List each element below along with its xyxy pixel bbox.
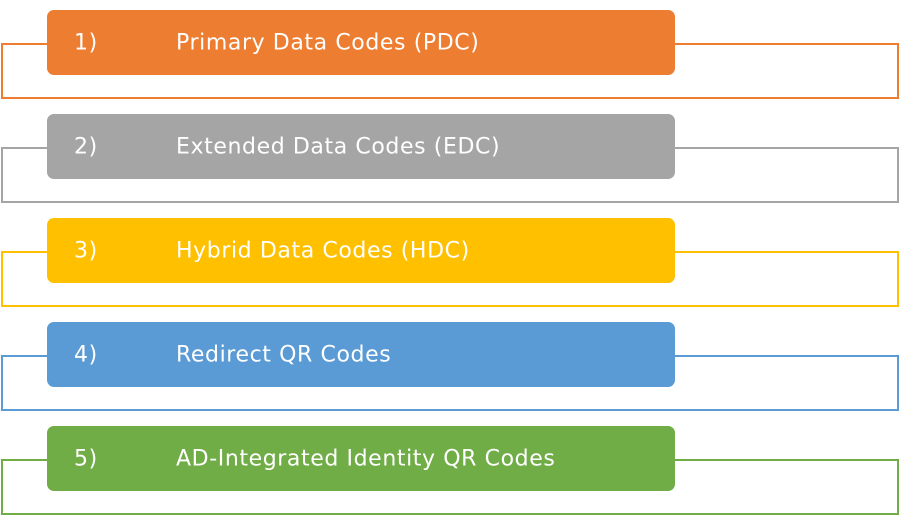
list-item-hybrid-data-codes: 3) Hybrid Data Codes (HDC) xyxy=(0,218,902,310)
item-label: AD-Integrated Identity QR Codes xyxy=(176,446,556,471)
item-bar-primary-data-codes[interactable]: 1) Primary Data Codes (PDC) xyxy=(47,10,675,75)
item-bar-extended-data-codes[interactable]: 2) Extended Data Codes (EDC) xyxy=(47,114,675,179)
list-item-ad-integrated-identity-qr-codes: 5) AD-Integrated Identity QR Codes xyxy=(0,426,902,518)
item-number: 3) xyxy=(74,238,98,263)
item-bar-redirect-qr-codes[interactable]: 4) Redirect QR Codes xyxy=(47,322,675,387)
item-number: 5) xyxy=(74,446,98,471)
item-number: 2) xyxy=(74,134,98,159)
item-number: 1) xyxy=(74,30,98,55)
list-item-extended-data-codes: 2) Extended Data Codes (EDC) xyxy=(0,114,902,206)
item-label: Hybrid Data Codes (HDC) xyxy=(176,238,470,263)
item-number: 4) xyxy=(74,342,98,367)
list-item-redirect-qr-codes: 4) Redirect QR Codes xyxy=(0,322,902,414)
list-item-primary-data-codes: 1) Primary Data Codes (PDC) xyxy=(0,10,902,102)
item-label: Redirect QR Codes xyxy=(176,342,392,367)
item-label: Extended Data Codes (EDC) xyxy=(176,134,501,159)
item-bar-ad-integrated-identity-qr-codes[interactable]: 5) AD-Integrated Identity QR Codes xyxy=(47,426,675,491)
item-label: Primary Data Codes (PDC) xyxy=(176,30,480,55)
item-bar-hybrid-data-codes[interactable]: 3) Hybrid Data Codes (HDC) xyxy=(47,218,675,283)
